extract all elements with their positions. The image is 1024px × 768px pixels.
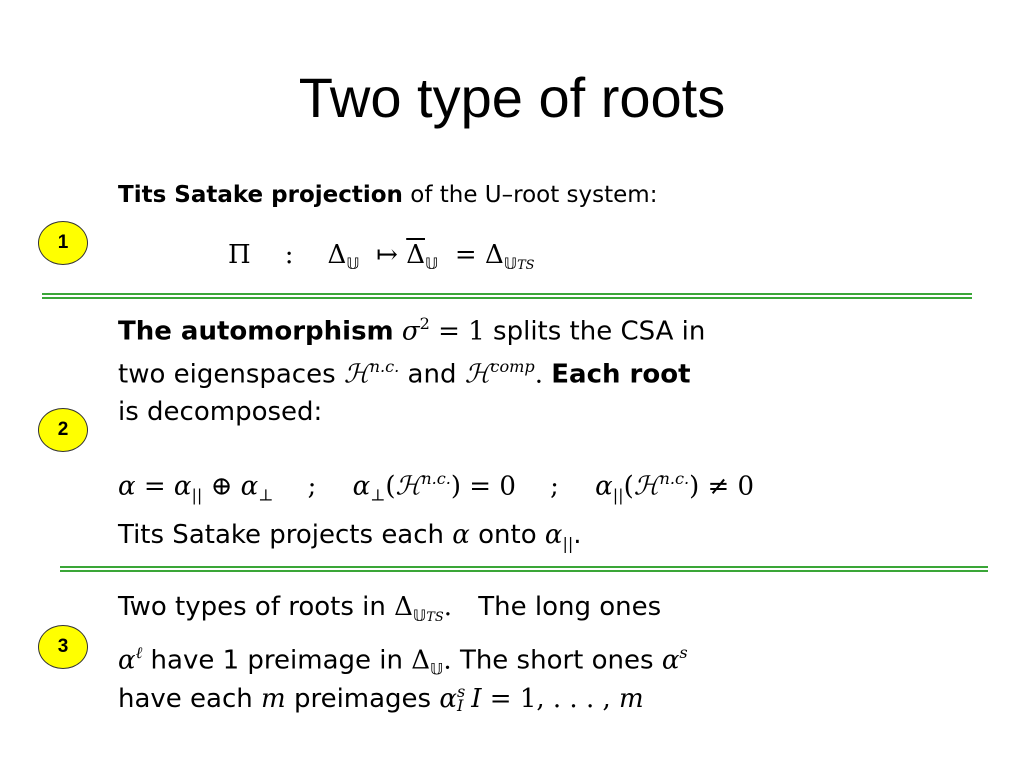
section-1-heading: Tits Satake projection of the U–root sys…: [118, 178, 657, 212]
section-1-bold: Tits Satake projection: [118, 182, 403, 208]
section-2-line-2: two eigenspaces ℋn.c. and ℋcomp. Each ro…: [118, 357, 691, 390]
step-marker-1: 1: [38, 221, 88, 265]
section-2-text-a: splits the CSA in: [493, 316, 706, 347]
section-2-bold-2: Each root: [551, 359, 691, 390]
section-2-line-3: is decomposed:: [118, 397, 323, 427]
separator-1: [42, 293, 972, 299]
section-2-and: and: [407, 359, 457, 390]
section-3-text-b: The long ones: [478, 592, 662, 622]
section-2-decomposition: α = α|| ⊕ α⊥ ; α⊥(ℋn.c.) = 0 ; α||(ℋn.c.…: [118, 469, 755, 505]
section-1-text: of the U–root system:: [410, 182, 658, 208]
section-3-line-1: Two types of roots in Δ𝕌TS. The long one…: [118, 592, 662, 626]
section-1-formula: Π:Δ𝕌 ↦ Δ𝕌 = Δ𝕌TS: [228, 240, 535, 274]
section-3-text-d: The short ones: [459, 645, 654, 676]
section-2-text-b: two eigenspaces: [118, 359, 336, 390]
section-3-text-e: have each: [118, 684, 253, 714]
section-3-text-f: preimages: [293, 684, 432, 714]
separator-2: [60, 566, 988, 572]
step-marker-3: 3: [38, 625, 88, 669]
section-2-projection: Tits Satake projects each α onto α||.: [118, 520, 582, 554]
step-marker-2: 2: [38, 408, 88, 452]
section-3-text-c: have 1 preimage in: [150, 645, 403, 676]
slide-title: Two type of roots: [298, 66, 726, 129]
section-2-bold: The automorphism: [118, 316, 394, 347]
section-2-line-1: The automorphism σ2 = 1 splits the CSA i…: [118, 314, 706, 347]
section-3-line-2: αℓ have 1 preimage in Δ𝕌. The short ones…: [118, 643, 688, 679]
section-3-text-a: Two types of roots in: [118, 592, 386, 622]
